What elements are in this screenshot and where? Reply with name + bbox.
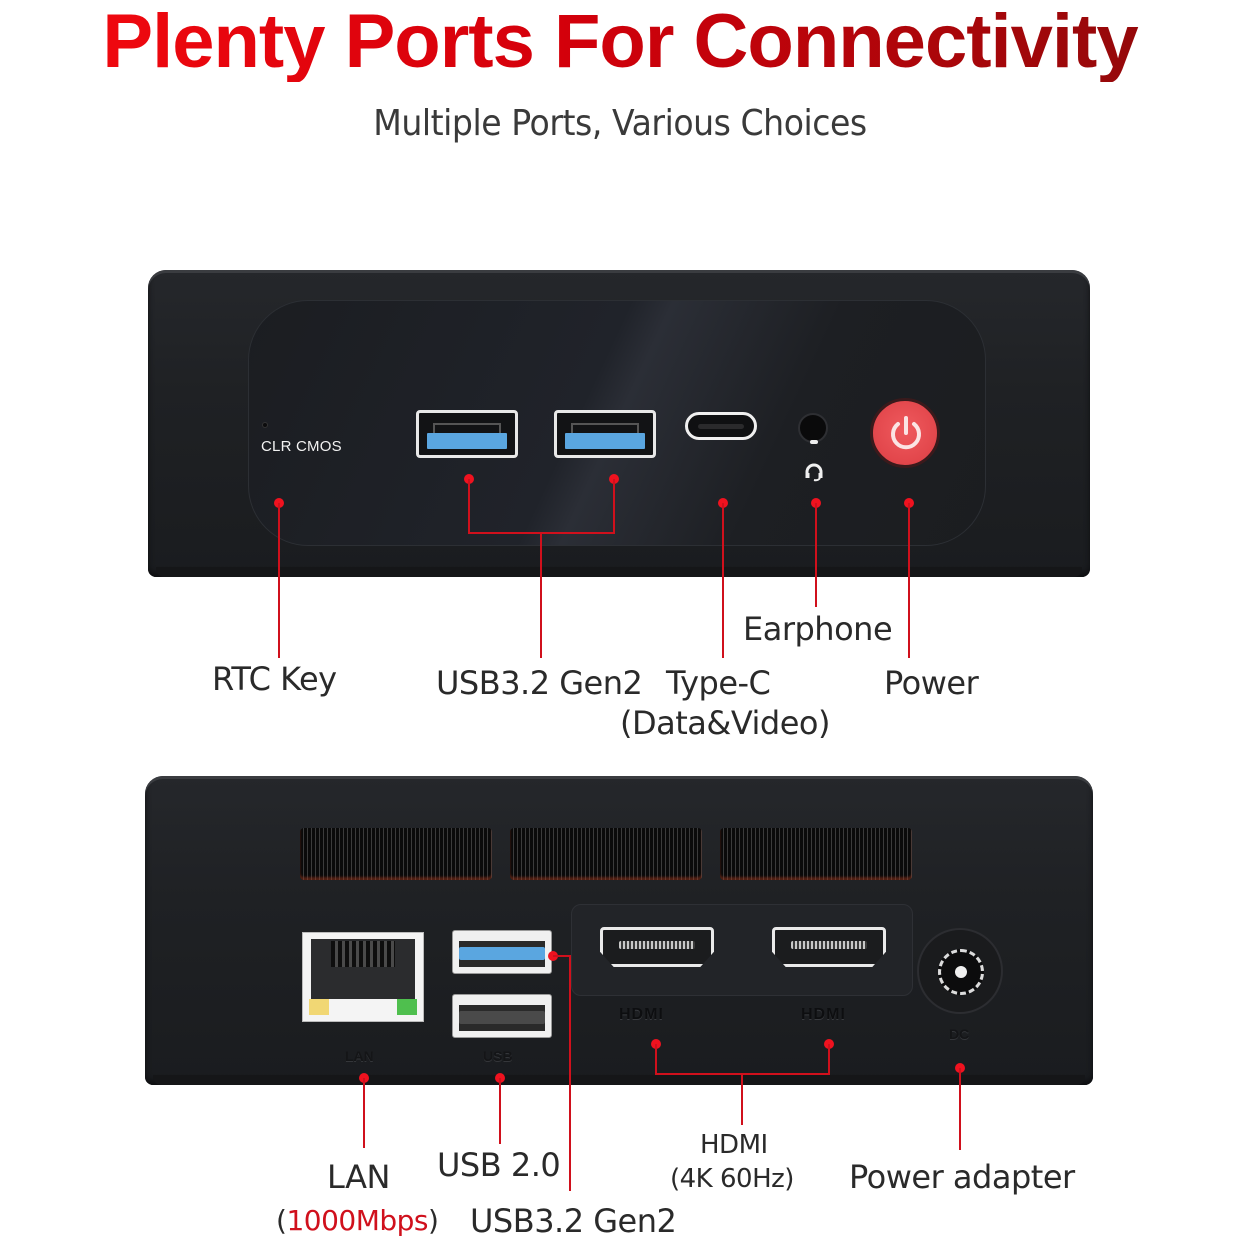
callout-earphone: Earphone bbox=[743, 610, 893, 648]
lan-speed-value: 1000Mbps bbox=[286, 1204, 428, 1237]
headset-icon bbox=[804, 462, 824, 486]
callout-hdmi: HDMI bbox=[700, 1130, 768, 1160]
vent-grille bbox=[510, 828, 702, 880]
callout-type-c-sublabel: (Data&Video) bbox=[620, 704, 830, 742]
callout-type-c: Type-C bbox=[666, 664, 771, 702]
clr-cmos-pinhole bbox=[262, 422, 268, 428]
vent-grille bbox=[720, 828, 912, 880]
callout-usb32-gen2-front: USB3.2 Gen2 bbox=[436, 664, 643, 702]
usb-a-port-icon bbox=[416, 410, 518, 458]
ethernet-port-icon bbox=[302, 932, 424, 1022]
usb-a-port-icon bbox=[452, 930, 552, 974]
callout-lan-speed: (1000Mbps) bbox=[276, 1204, 439, 1237]
callout-rtc-key: RTC Key bbox=[212, 660, 337, 698]
usb-a-port-icon bbox=[452, 994, 552, 1038]
dc-engraving: DC bbox=[949, 1026, 970, 1042]
callout-power-adapter: Power adapter bbox=[849, 1158, 1075, 1196]
callout-usb32-gen2-back: USB3.2 Gen2 bbox=[470, 1202, 677, 1240]
power-icon bbox=[891, 416, 921, 450]
callout-power: Power bbox=[884, 664, 979, 702]
page-title: Plenty Ports For Connectivity bbox=[0, 2, 1240, 82]
clr-cmos-label: CLR CMOS bbox=[261, 438, 342, 455]
power-button bbox=[870, 398, 940, 468]
audio-jack-icon bbox=[798, 413, 828, 444]
dc-jack-icon bbox=[917, 928, 1003, 1014]
callout-lan: LAN bbox=[327, 1158, 390, 1196]
usb-a-port-icon bbox=[554, 410, 656, 458]
hdmi-port-icon bbox=[600, 927, 714, 967]
callout-usb20: USB 2.0 bbox=[437, 1146, 561, 1184]
hdmi-port-icon bbox=[772, 927, 886, 967]
hdmi-bezel bbox=[571, 904, 913, 996]
vent-grille bbox=[300, 828, 492, 880]
usb-c-port-icon bbox=[685, 412, 757, 440]
hdmi-engraving: HDMI bbox=[619, 1006, 664, 1023]
lan-engraving: LAN bbox=[345, 1048, 374, 1064]
hdmi-engraving: HDMI bbox=[801, 1006, 846, 1023]
mini-pc-front-view: CLR CMOS bbox=[148, 270, 1090, 577]
mini-pc-rear-view: LAN USB HDMI HDMI DC bbox=[145, 776, 1093, 1085]
page-subtitle: Multiple Ports, Various Choices bbox=[373, 103, 867, 144]
usb-engraving: USB bbox=[483, 1048, 513, 1064]
callout-hdmi-spec: (4K 60Hz) bbox=[670, 1164, 794, 1194]
